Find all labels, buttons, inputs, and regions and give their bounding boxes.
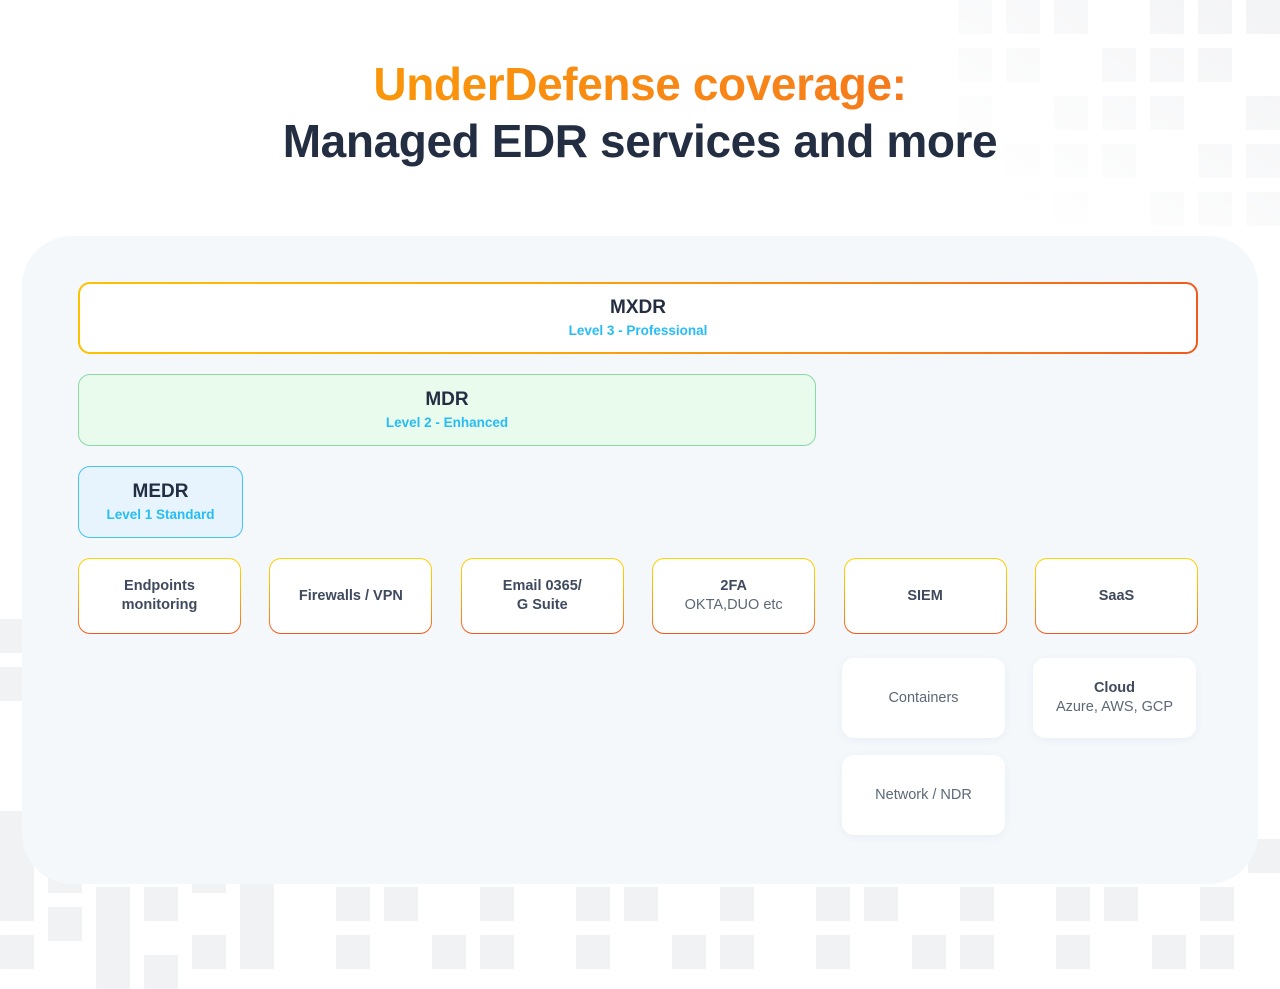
decorative-square [624, 887, 658, 921]
decorative-square [1056, 935, 1090, 969]
decorative-square [0, 859, 34, 893]
plain-card-network-ndr[interactable]: Network / NDR [842, 755, 1005, 835]
decorative-square [336, 887, 370, 921]
tier-mdr-title: MDR [425, 388, 469, 410]
decorative-square [864, 887, 898, 921]
plain-card-cloud[interactable]: Cloud Azure, AWS, GCP [1033, 658, 1196, 738]
page-title-line-1: UnderDefense coverage: [0, 58, 1280, 111]
decorative-square [1246, 192, 1280, 226]
decorative-square [336, 935, 370, 969]
plain-card-title: Network / NDR [875, 786, 972, 803]
decorative-square [480, 935, 514, 969]
decorative-square [144, 955, 178, 989]
decorative-square [958, 192, 992, 226]
decorative-square [1246, 0, 1280, 34]
decorative-square [144, 887, 178, 921]
source-card-siem[interactable]: SIEM [844, 558, 1007, 634]
tier-card-mxdr[interactable]: MXDR Level 3 - Professional [78, 282, 1198, 354]
decorative-square [1198, 0, 1232, 34]
tier-mxdr-title: MXDR [610, 296, 666, 318]
coverage-diagram-panel: MXDR Level 3 - Professional MDR Level 2 … [22, 236, 1258, 884]
decorative-square [240, 907, 274, 941]
source-card-email-0365-g-suite[interactable]: Email 0365/G Suite [461, 558, 624, 634]
decorative-square [96, 935, 130, 969]
decorative-square [1200, 887, 1234, 921]
tier-mxdr-subtitle: Level 3 - Professional [568, 322, 708, 338]
tier-mdr-subtitle: Level 2 - Enhanced [385, 414, 509, 430]
decorative-square [1056, 887, 1090, 921]
decorative-square [912, 935, 946, 969]
plain-card-subtitle: Azure, AWS, GCP [1055, 699, 1174, 715]
decorative-square [96, 955, 130, 989]
decorative-square [720, 935, 754, 969]
decorative-square [960, 887, 994, 921]
plain-card-title: Containers [888, 689, 959, 706]
decorative-square [1150, 0, 1184, 34]
decorative-square [48, 907, 82, 941]
decorative-square [192, 935, 226, 969]
page-title-line-2: Managed EDR services and more [282, 115, 998, 168]
source-card-saas[interactable]: SaaS [1035, 558, 1198, 634]
source-card-title: SIEM [907, 587, 943, 604]
decorative-square [720, 887, 754, 921]
tier-card-medr[interactable]: MEDR Level 1 Standard [78, 466, 243, 538]
tier-medr-subtitle: Level 1 Standard [106, 506, 215, 522]
decorative-square [1104, 887, 1138, 921]
decorative-square [1198, 192, 1232, 226]
plain-card-containers[interactable]: Containers [842, 658, 1005, 738]
tier-card-mdr[interactable]: MDR Level 2 - Enhanced [78, 374, 816, 446]
decorative-square [958, 0, 992, 34]
source-card-2fa[interactable]: 2FA OKTA,DUO etc [652, 558, 815, 634]
decorative-square [96, 907, 130, 941]
decorative-square [816, 935, 850, 969]
decorative-square [384, 887, 418, 921]
decorative-square [432, 935, 466, 969]
decorative-square [240, 935, 274, 969]
source-card-firewalls-vpn[interactable]: Firewalls / VPN [269, 558, 432, 634]
decorative-square [672, 935, 706, 969]
decorative-square [1054, 0, 1088, 34]
decorative-square [1200, 935, 1234, 969]
decorative-square [576, 887, 610, 921]
tier-medr-title: MEDR [132, 480, 189, 502]
decorative-square [1006, 192, 1040, 226]
decorative-square [1006, 0, 1040, 34]
source-card-title: SaaS [1098, 587, 1135, 604]
decorative-square [1152, 935, 1186, 969]
source-card-title: Firewalls / VPN [298, 587, 403, 604]
decorative-square [0, 935, 34, 969]
decorative-square [480, 887, 514, 921]
decorative-square [1054, 192, 1088, 226]
decorative-square [240, 887, 274, 921]
source-card-title: 2FA [720, 578, 747, 595]
plain-card-title: Cloud [1093, 680, 1136, 697]
decorative-square [960, 935, 994, 969]
decorative-square [816, 887, 850, 921]
decorative-square [1150, 192, 1184, 226]
decorative-square [576, 935, 610, 969]
decorative-square [0, 887, 34, 921]
decorative-square [96, 887, 130, 921]
source-card-title: Email 0365/G Suite [502, 578, 582, 613]
page-title: UnderDefense coverage: Managed EDR servi… [0, 58, 1280, 169]
source-card-subtitle: OKTA,DUO etc [684, 597, 783, 613]
